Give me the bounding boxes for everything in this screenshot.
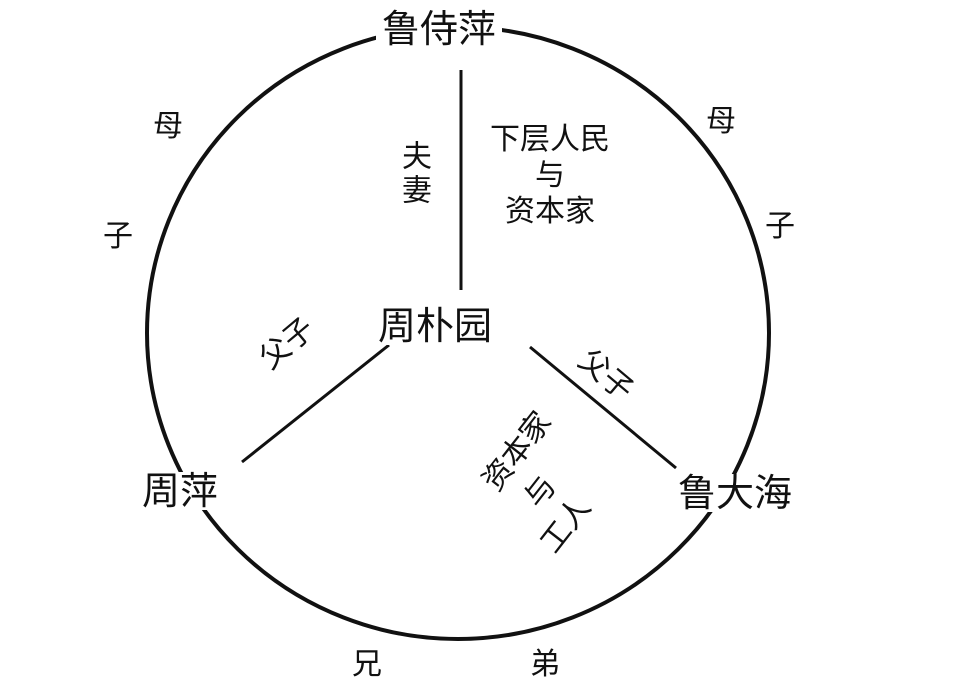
class-line-2: 与 [535, 158, 565, 193]
class-line-1: 下层人民 [490, 122, 610, 157]
arc-label-son-right: 子 [765, 209, 795, 244]
arc-label-younger-brother: 弟 [530, 647, 560, 682]
edge-label-husband-wife: 夫妻 [396, 140, 431, 208]
line-center-left [241, 343, 390, 464]
arc-label-mother-left: 母 [153, 109, 183, 144]
node-lu-dahai: 鲁大海 [672, 474, 799, 512]
node-zhou-puyuan: 周朴园 [372, 307, 499, 345]
node-zhou-ping: 周萍 [136, 472, 225, 510]
line-center-right [529, 345, 677, 470]
arc-label-son-left: 子 [103, 219, 133, 254]
arc-label-mother-right: 母 [706, 104, 736, 139]
edge-label-class-relation: 下层人民 与 资本家 [474, 122, 626, 230]
class-line-3: 资本家 [505, 194, 595, 229]
arc-label-elder-brother: 兄 [352, 647, 382, 682]
node-lu-shiping: 鲁侍萍 [376, 10, 503, 48]
